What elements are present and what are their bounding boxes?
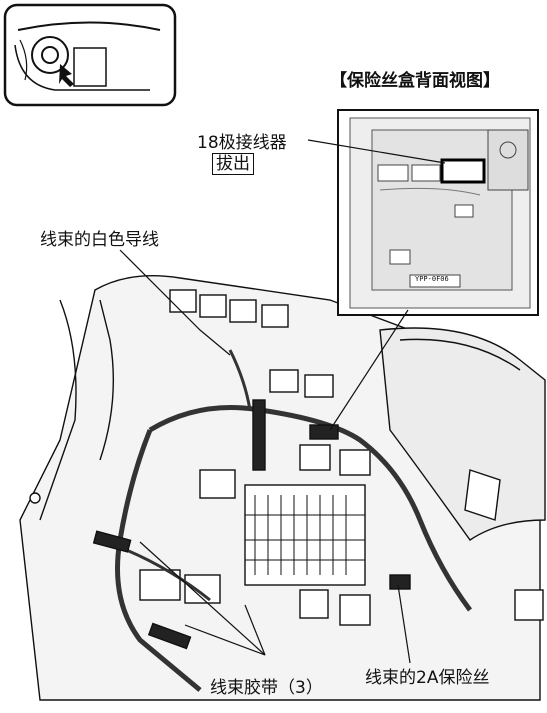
leader-lines	[119, 139, 446, 664]
fuse-box-rear-inset	[337, 109, 539, 316]
harness-ties-callout: 线束胶带（3）	[210, 678, 323, 698]
action-callout: 拔出	[212, 153, 254, 175]
fuse-2a-callout: 线束的2A保险丝	[365, 668, 490, 688]
connector-callout: 18极接线器	[197, 133, 287, 153]
figure-title: 【保险丝盒背面视图】	[330, 71, 500, 91]
locator-icon	[3, 3, 177, 107]
white-wire-callout: 线束的白色导线	[40, 230, 159, 250]
connector-18pin-highlight	[440, 158, 486, 184]
inset-part-label: YPP-0F06	[415, 275, 449, 283]
main-illustration	[19, 275, 546, 701]
